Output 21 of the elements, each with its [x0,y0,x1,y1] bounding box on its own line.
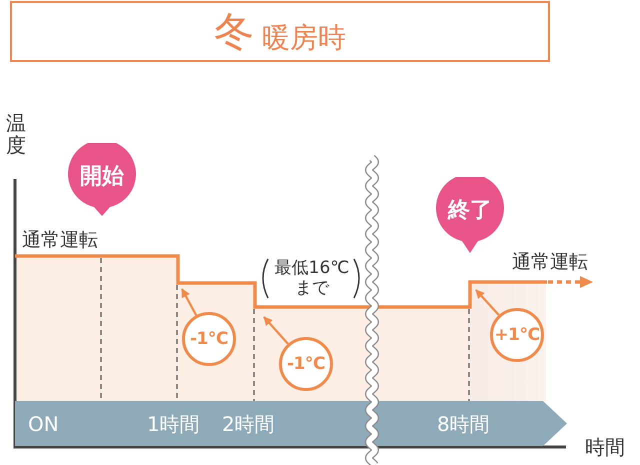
bubble-text: 開始 [79,165,125,189]
time-label: ON [28,412,59,434]
temperature-change-text: -1℃ [190,330,228,348]
heading-text: 暖房時 [262,24,346,52]
mode-label: 通常運転 [22,231,98,250]
leader-arrow [475,289,500,316]
time-label: 2時間 [222,412,275,434]
note-text: 最低16℃まで [274,259,350,298]
time-label: 1時間 [147,412,200,434]
time-arrow-band [15,401,567,446]
axis-label: 時間 [585,437,625,457]
time-label: 8時間 [437,412,490,434]
temperature-change-text: -1℃ [287,356,325,372]
bubble-text: 終了 [446,199,493,223]
title-box [10,1,550,62]
leader-arrow [181,288,198,316]
mode-label: 通常運転 [512,253,588,272]
leader-arrow [263,316,289,345]
axis-label: 温度 [6,112,26,156]
season-heading: 冬 [214,12,254,52]
temperature-change-text: +1℃ [494,326,540,344]
